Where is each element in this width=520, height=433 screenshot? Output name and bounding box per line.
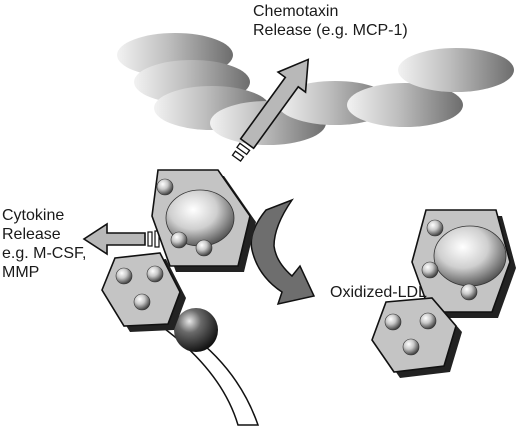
lipid-droplet [195,239,213,257]
oxidized-ldl-label: Oxidized-LDL [330,284,427,301]
lipid-droplet [460,283,478,301]
cytokine-label: Cytokine Release e.g. M-CSF, MMP [2,206,86,282]
macrophage-lower [101,252,186,332]
lipid-droplet [170,231,188,249]
endothelial-layer [117,33,514,145]
foam-cell-lower [371,297,462,378]
endothelial-cell [347,83,463,127]
lipid-droplet [146,265,164,283]
foam-cell-upper [411,209,516,318]
lipid-droplet [384,313,402,331]
cytokine-label-line: MMP [2,264,40,281]
cytokine-label-line: Cytokine [2,207,65,224]
endothelial-cell [398,48,514,92]
lipid-droplet [115,267,133,285]
curved-arrow [250,198,316,306]
chemotaxin-label: Chemotaxin Release (e.g. MCP-1) [253,2,408,40]
lipid-droplet [156,178,174,196]
lipid-droplet [419,312,437,330]
lipid-droplet [421,261,439,279]
lipid-droplet [402,338,420,356]
lipid-droplet [133,293,151,311]
macrophage-upper [151,169,256,272]
cytokine-label-line: e.g. M-CSF, [2,245,87,262]
cytokine-label-line: Release [2,226,61,243]
nucleus [433,225,507,287]
lipid-droplet [426,219,444,237]
cytokine-arrow [82,222,160,256]
chemotaxin-label-line: Release (e.g. MCP-1) [253,22,408,39]
chemotaxin-label-line: Chemotaxin [253,3,339,20]
monocyte-sphere [174,308,218,352]
chemotaxin-arrow [231,58,310,162]
